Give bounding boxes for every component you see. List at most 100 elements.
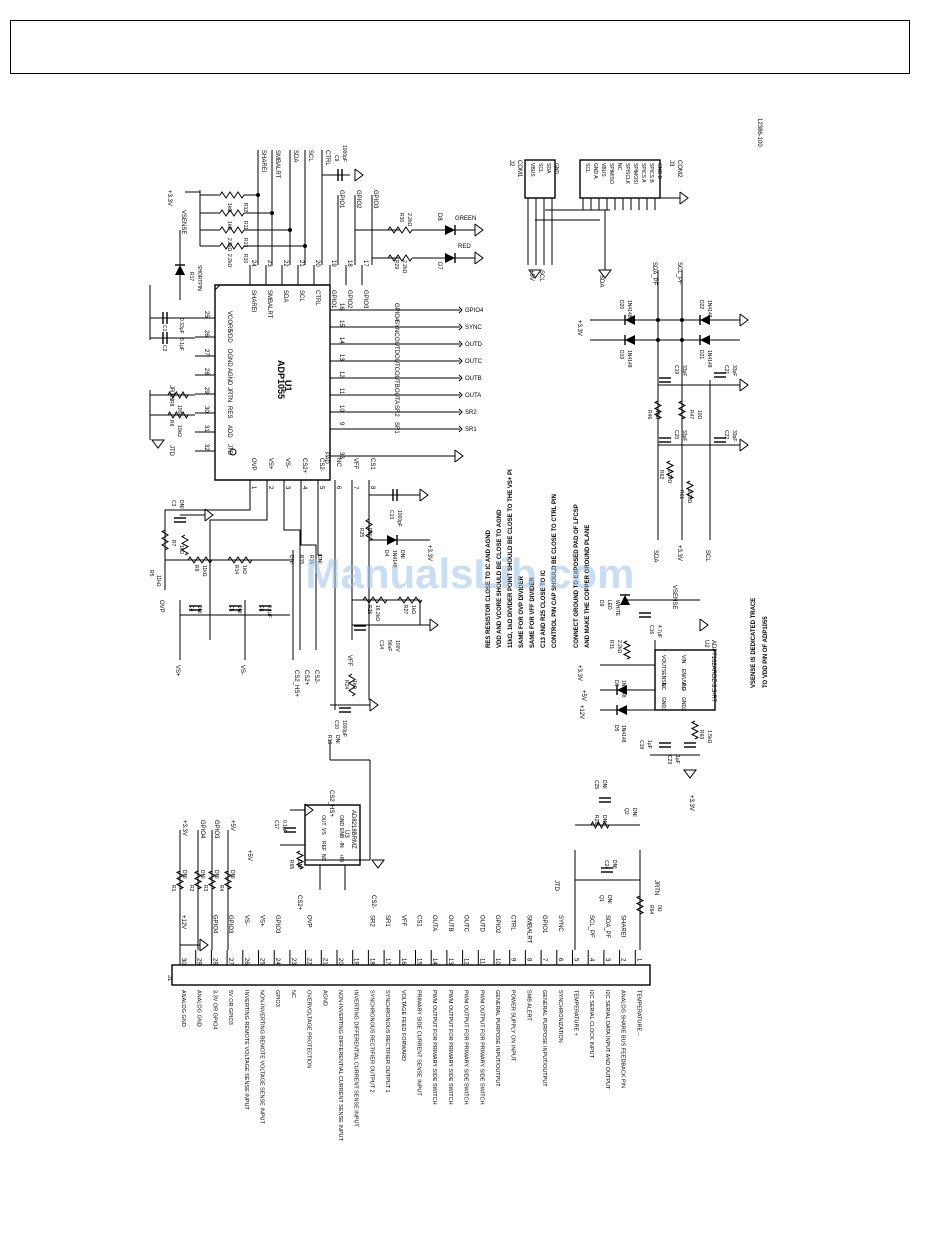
j3-pin-gnd-b: GND B (656, 163, 662, 180)
resistor-r65 (295, 850, 305, 870)
r30-ref: R30 (398, 213, 404, 222)
j1-pin-num: 28 (211, 958, 217, 965)
u1-pin-name-vsm: VS- (284, 458, 290, 468)
design-note-9: AND MAKE THE COPPER GROUND PLANE (585, 525, 591, 648)
d22-val: 1N4148 (706, 300, 712, 318)
c10-ground-icon (369, 698, 379, 712)
j1-pin-desc: SYNCHRONIZATION (557, 990, 563, 1043)
u3-pin-gnd: GND (338, 815, 344, 827)
r7-ref: R7 (170, 540, 176, 547)
design-note-8: CONNECT GROUND TO EXPOSED PAD OF LFCSP (574, 504, 580, 648)
u2-vsense: VSENSE (671, 585, 677, 609)
u1-pin-num: 7 (352, 486, 358, 490)
r29-val: 2.2kΩ (401, 260, 407, 273)
r26-val: 16.2kΩ (374, 605, 380, 621)
j3-sda-ground (598, 269, 612, 279)
cs2m-net: CS2- (313, 670, 319, 684)
j3-pin-gnd-a: GND A (592, 163, 598, 179)
d4-dni: DNI (399, 550, 405, 559)
net-gpio4-icon (458, 306, 463, 314)
c1-ref: C1 (161, 325, 167, 332)
j1-pin-net: SHAREI (620, 915, 626, 938)
u2-pin-vout: VOUT (660, 655, 666, 669)
u1-pin-num: 12 (338, 371, 344, 378)
j3-pin-vbus: VBUS (600, 163, 606, 177)
u1-pin-name-jrtn: JRTN (226, 387, 232, 402)
j3-pin-spics-b: SPICS B (648, 163, 654, 183)
u1-pin-name-sda: SDA (282, 290, 288, 302)
r9-ref: R9 (193, 565, 199, 572)
d20-diode-icon (625, 315, 635, 325)
u1-pin-num: 28 (203, 368, 209, 375)
j1-pin-net: OUTD (478, 915, 484, 933)
j1-pin-desc: TEMPERATURE – (635, 990, 641, 1037)
r27-val: 1kΩ (410, 605, 416, 614)
d22-ref: D22 (698, 300, 704, 309)
c24-ref: C24 (603, 860, 609, 869)
resistor-r63 (690, 720, 700, 740)
u1-pin-name-ovp: OVP (250, 458, 256, 471)
j1-pin-net: CS1 (416, 915, 422, 927)
u1-pin-num: 29 (203, 387, 209, 394)
c13-val: 1000pF (396, 510, 402, 527)
schematic-wires (149, 150, 741, 965)
j2-ground (528, 269, 542, 279)
j2-pin-gnd: GND (553, 163, 559, 175)
r63-ref: R63 (698, 730, 704, 739)
j1-pin-desc: PRIMARY SIDE CURRENT SENSE INPUT (416, 990, 422, 1096)
r61-ref: R61 (678, 490, 684, 499)
j2-body (524, 159, 556, 199)
net-label-smbalrt: SMBALRT (274, 150, 280, 179)
j1-pin-net: +12V (180, 915, 186, 929)
r25-ref: R25 (358, 528, 364, 537)
u1-pin-name-add: ADD (226, 425, 232, 438)
vs-minus-net: VS- (239, 665, 245, 675)
r31-ref: R31 (608, 640, 614, 649)
d9-color: WHITE (614, 600, 620, 617)
net-outd-icon (458, 340, 463, 348)
resistor-r8 (167, 390, 189, 400)
c17-ref: C17 (273, 820, 279, 829)
u1-pin-name-dgnd: DGND (226, 349, 232, 367)
design-note-2: 11kΩ, 1kΩ DIVIDER POINT SHOULD BE CLOSE … (508, 469, 514, 648)
u3-part: AD8218BRMZ (350, 810, 356, 849)
u1-pin-num: 2 (267, 486, 273, 490)
d5-diode-icon (617, 705, 627, 715)
jtd-net: JTD (553, 880, 559, 892)
c6-val: 0.1µF (266, 605, 272, 618)
d19-ref: D19 (618, 350, 624, 359)
j1-pin-desc: I2C SERIAL DATA INPUT AND OUTPUT (604, 990, 610, 1090)
cs2hs-net-2: CS2_HS+ (328, 790, 334, 817)
vs-plus-net: VS+ (174, 665, 180, 677)
d4-ref: D4 (383, 550, 389, 557)
q1-ref: Q1 (598, 895, 604, 902)
net-outd: OUTD (465, 342, 483, 348)
d8-ground-icon (474, 223, 484, 237)
j3-sda-net: SDA (598, 275, 604, 287)
r47-ref: R47 (688, 410, 694, 419)
u3-pin-out: OUT (320, 815, 326, 826)
jtd-label: JTD (168, 445, 174, 457)
u1-pin-num: 3 (284, 486, 290, 490)
u1-pin-name-vcore: VCORE (226, 311, 232, 332)
u2-body (654, 649, 716, 711)
r64-val: 0Ω (656, 905, 662, 912)
j1-pin-num: 8 (525, 958, 531, 962)
c9-ground-icon (354, 168, 364, 182)
d9-led-icon (620, 595, 630, 605)
q2-ref: Q2 (623, 808, 629, 815)
u1-pin-num: 30 (203, 406, 209, 413)
resistor-r3 (207, 870, 217, 890)
j1-pin-num: 24 (274, 958, 280, 965)
u1-pad-name: PAD (323, 452, 329, 465)
j1-pin-desc: SYNCHRONOUS RECTIFIER OUTPUT 2 (368, 990, 374, 1093)
d7-ref: D7 (436, 262, 442, 270)
i2c-ground-icon (739, 313, 749, 327)
d6-val: 1N4148 (620, 680, 626, 698)
u1-pin-name-jtd: JTD (226, 444, 232, 456)
u1-pin-name-cs2m: CS2- (318, 458, 324, 472)
j1-pin-net: VFF (400, 915, 406, 927)
resistor-r62 (665, 460, 675, 480)
u1-pin1-marker (229, 448, 237, 456)
c10-ref: C10 (333, 720, 339, 729)
